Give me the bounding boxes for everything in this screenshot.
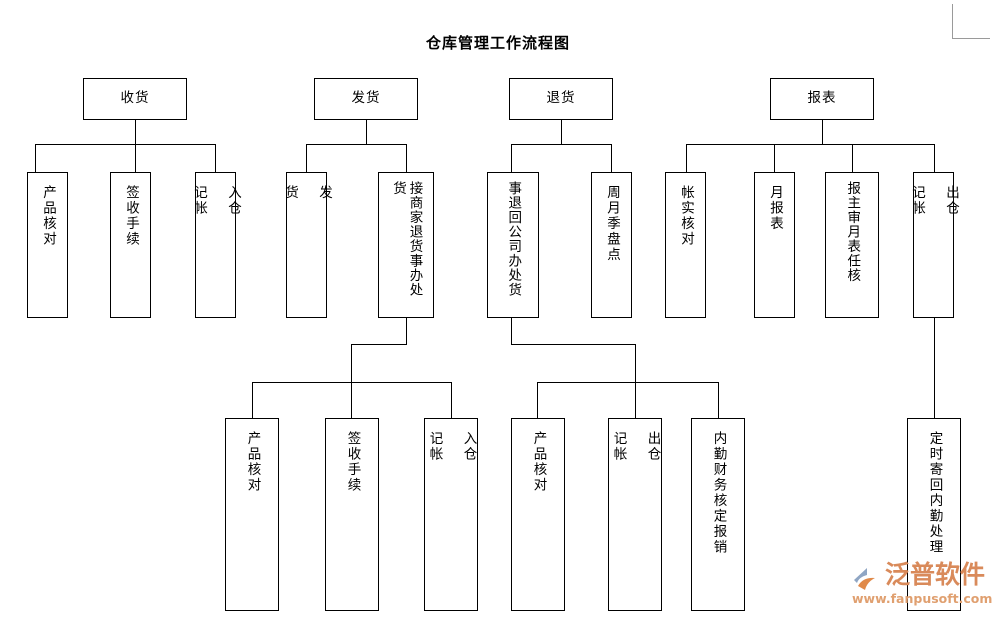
node-product-check-receiving[interactable]: 产品核对: [27, 172, 68, 318]
connector-returns-bus: [511, 144, 611, 145]
connector-returns-stem: [561, 120, 562, 144]
connector-receiving-drop-3: [215, 144, 216, 172]
connector-reports-sub-drop: [934, 318, 935, 418]
connector-returns-drop-1: [511, 144, 512, 172]
connector-shipping-sub-drop-3: [451, 382, 452, 418]
node-mail-back-internal-label: 定时寄回内勤处理: [926, 431, 943, 555]
logo-swoosh-icon: [854, 568, 875, 590]
node-instock-record-receiving-label: 入仓 记帐: [191, 185, 241, 216]
node-sign-procedure-receiving-label: 签收手续: [123, 185, 139, 247]
crop-mark-vertical: [952, 4, 953, 38]
node-product-check-shipping[interactable]: 产品核对: [225, 418, 279, 611]
node-monthly-report[interactable]: 月报表: [754, 172, 795, 318]
node-ship-goods[interactable]: 发 货: [282, 172, 332, 318]
connector-shipping-sub-drop-1: [252, 382, 253, 418]
connector-reports-bus: [686, 144, 934, 145]
connector-shipping-sub-jog: [351, 344, 407, 345]
node-product-check-receiving-label: 产品核对: [40, 185, 56, 247]
connector-returns-sub-drop-3: [718, 382, 719, 418]
connector-shipping-bus: [306, 144, 406, 145]
node-sign-procedure-shipping[interactable]: 签收手续: [325, 418, 379, 611]
connector-returns-sub-drop-1: [537, 382, 538, 418]
node-periodic-stocktake-label: 周月季盘点: [604, 185, 620, 263]
connector-reports-drop-2: [774, 144, 775, 172]
node-sign-procedure-receiving[interactable]: 签收手续: [110, 172, 151, 318]
node-reports-label: 报表: [807, 90, 837, 107]
node-report-approval[interactable]: 报主审月表任核: [825, 172, 879, 318]
node-outstock-record-reports[interactable]: 出仓 记帐: [909, 172, 959, 318]
connector-reports-drop-1: [686, 144, 687, 172]
node-report-approval-label: 报主审月表任核: [844, 181, 861, 283]
node-returns[interactable]: 退货: [509, 78, 613, 120]
node-monthly-report-label: 月报表: [767, 185, 783, 232]
connector-returns-sub-drop: [635, 344, 636, 382]
node-outstock-record-reports-label: 出仓 记帐: [909, 185, 959, 216]
node-return-to-company-label: 事退回公司办处货: [505, 181, 522, 297]
node-mail-back-internal[interactable]: 定时寄回内勤处理: [907, 418, 961, 611]
crop-mark-horizontal: [952, 38, 990, 39]
node-instock-record-shipping[interactable]: 入仓 记帐: [424, 418, 478, 611]
node-shipping[interactable]: 发货: [314, 78, 418, 120]
node-ship-goods-label: 发 货: [282, 185, 332, 201]
node-instock-record-receiving[interactable]: 入仓 记帐: [191, 172, 241, 318]
connector-receiving-bus: [35, 144, 215, 145]
connector-shipping-sub-drop: [351, 344, 352, 382]
node-periodic-stocktake[interactable]: 周月季盘点: [591, 172, 632, 318]
node-return-to-company[interactable]: 事退回公司办处货: [487, 172, 539, 318]
node-product-check-returns[interactable]: 产品核对: [511, 418, 565, 611]
connector-shipping-stem: [366, 120, 367, 144]
node-receiving[interactable]: 收货: [83, 78, 187, 120]
node-finance-reimburse-label: 内勤财务核定报销: [710, 431, 727, 555]
node-reports[interactable]: 报表: [770, 78, 874, 120]
connector-shipping-sub-drop-2: [351, 382, 352, 418]
node-product-check-shipping-label: 产品核对: [244, 431, 261, 493]
node-instock-record-shipping-label: 入仓 记帐: [426, 431, 477, 462]
node-sign-procedure-shipping-label: 签收手续: [344, 431, 361, 493]
connector-receiving-drop-2: [135, 144, 136, 172]
page-title: 仓库管理工作流程图: [425, 34, 570, 52]
connector-receiving-drop-1: [35, 144, 36, 172]
connector-returns-sub-stem: [511, 318, 512, 344]
node-returns-label: 退货: [546, 90, 576, 107]
connector-returns-sub-jog: [511, 344, 636, 345]
connector-receiving-stem: [135, 120, 136, 144]
node-receiving-label: 收货: [120, 90, 150, 107]
node-book-stock-reconcile[interactable]: 帐实核对: [665, 172, 706, 318]
connector-returns-sub-bus: [537, 382, 718, 383]
node-merchant-return-handling-label: 接商家退货事办处货: [390, 181, 423, 297]
connector-returns-sub-drop-2: [635, 382, 636, 418]
node-book-stock-reconcile-label: 帐实核对: [678, 185, 694, 247]
connector-reports-stem: [822, 120, 823, 144]
connector-returns-drop-2: [611, 144, 612, 172]
node-product-check-returns-label: 产品核对: [530, 431, 547, 493]
node-merchant-return-handling[interactable]: 接商家退货事办处货: [378, 172, 434, 318]
connector-shipping-drop-2: [406, 144, 407, 172]
node-outstock-record-returns-label: 出仓 记帐: [610, 431, 661, 462]
node-finance-reimburse[interactable]: 内勤财务核定报销: [691, 418, 745, 611]
node-outstock-record-returns[interactable]: 出仓 记帐: [608, 418, 662, 611]
connector-shipping-drop-1: [306, 144, 307, 172]
connector-reports-drop-4: [934, 144, 935, 172]
connector-reports-drop-3: [852, 144, 853, 172]
connector-shipping-sub-stem: [406, 318, 407, 344]
node-shipping-label: 发货: [351, 90, 381, 107]
